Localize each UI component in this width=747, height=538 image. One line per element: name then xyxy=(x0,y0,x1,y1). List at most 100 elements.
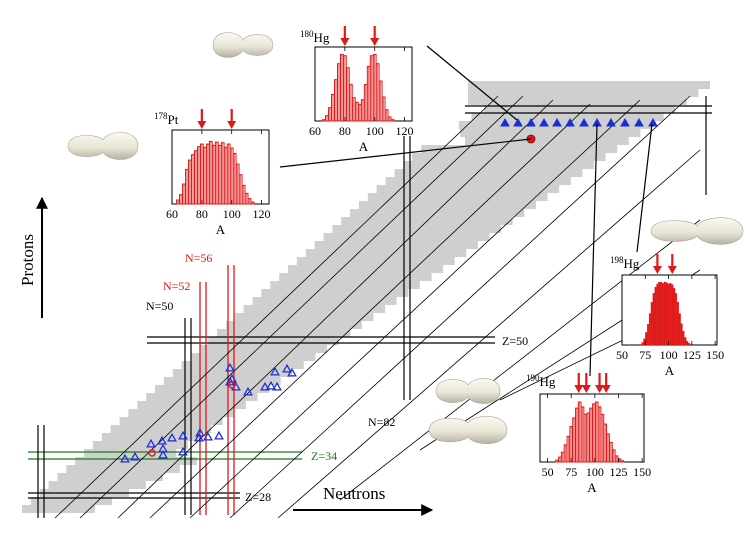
dumbbell-icon xyxy=(212,32,274,58)
hist-bar xyxy=(684,337,687,346)
band-row xyxy=(412,153,606,161)
peak-arrow-head xyxy=(370,38,380,46)
hist-bar xyxy=(661,283,664,346)
band-row xyxy=(421,145,618,153)
band-row xyxy=(128,409,235,417)
nucleus-triangle xyxy=(270,366,280,376)
band-row xyxy=(332,225,502,233)
elongated-dumbbell-icon xyxy=(67,132,139,160)
band-row xyxy=(270,281,420,289)
hist-bar xyxy=(680,323,683,346)
hist-bar xyxy=(665,282,668,346)
band-row xyxy=(460,129,641,137)
neutrons-label: Neutrons xyxy=(323,484,385,503)
hist-bar xyxy=(673,288,676,346)
band-row xyxy=(119,417,223,425)
band-row xyxy=(101,433,200,441)
isotope-label: 180Hg xyxy=(300,29,330,45)
band-row xyxy=(243,305,386,313)
nucleus-shape xyxy=(650,217,744,245)
hist-bar xyxy=(647,324,650,346)
n56-label: N=56 xyxy=(185,251,212,265)
hist-bar xyxy=(650,302,653,346)
nucleus-triangle xyxy=(158,443,168,453)
band-row xyxy=(252,297,397,305)
band-row xyxy=(468,89,699,97)
diagonal-line xyxy=(79,95,524,519)
band-row xyxy=(190,353,316,361)
red-open-marker-2 xyxy=(228,381,236,389)
nucleus-triangle xyxy=(266,380,276,390)
diagonal-line xyxy=(229,95,691,519)
hist-bar xyxy=(654,286,657,346)
hist-bar xyxy=(658,281,661,346)
tick-label: 100 xyxy=(223,207,241,221)
band-row xyxy=(367,193,548,201)
band-row xyxy=(385,177,571,185)
tick-label: 120 xyxy=(253,207,271,221)
hist-bar xyxy=(648,313,651,346)
nucleus-triangle xyxy=(513,117,523,127)
nucleus-triangle xyxy=(178,446,188,456)
nucleus-triangle xyxy=(167,432,177,442)
hist-bar xyxy=(669,283,672,346)
peak-arrow-head xyxy=(574,385,584,393)
tick-label: 75 xyxy=(639,348,651,362)
hist-bar xyxy=(682,330,685,346)
band-row xyxy=(288,265,444,273)
peak-arrow-head xyxy=(340,38,350,46)
hist-bar xyxy=(676,302,679,346)
isotope-label: 198Hg xyxy=(610,255,640,271)
peak-arrow-head xyxy=(652,266,662,274)
nucleus-triangle xyxy=(146,438,156,448)
nucleus-triangle xyxy=(157,435,167,445)
diagonal-line xyxy=(149,103,591,519)
band-row xyxy=(137,401,246,409)
protons-label: Protons xyxy=(18,234,37,286)
hist-bar xyxy=(663,281,666,346)
band-row xyxy=(226,321,362,329)
z34-label: Z=34 xyxy=(311,449,337,463)
diagonal-line xyxy=(117,99,554,519)
tick-label: 100 xyxy=(660,348,678,362)
nucleus-triangle xyxy=(500,117,510,127)
nucleus-triangle xyxy=(620,117,630,127)
band-row xyxy=(471,113,664,121)
nucleus-triangle xyxy=(130,451,140,461)
band-row xyxy=(66,465,180,473)
z28-label: Z=28 xyxy=(245,490,271,504)
nucleus-triangle xyxy=(120,453,130,463)
tick-label: 60 xyxy=(166,207,178,221)
shape-lower xyxy=(428,416,508,444)
tick-label: 80 xyxy=(339,124,351,138)
hist-bar xyxy=(667,283,670,346)
shape-upper xyxy=(435,378,501,404)
tick-label: 125 xyxy=(609,465,627,479)
peak-arrow-head xyxy=(667,266,677,274)
tick-label: 150 xyxy=(633,465,651,479)
band-row xyxy=(484,105,676,113)
nucleus-triangle xyxy=(225,362,235,372)
tick-label: 75 xyxy=(565,465,577,479)
nucleus-shape xyxy=(67,132,139,160)
hist-bar xyxy=(678,313,681,346)
band-row xyxy=(314,241,478,249)
band-row xyxy=(57,473,163,481)
nucleus-triangle xyxy=(539,117,549,127)
band-row xyxy=(146,393,258,401)
hist-bar xyxy=(639,344,642,346)
band-row xyxy=(350,209,525,217)
hist-bar xyxy=(652,293,655,346)
band-row xyxy=(305,249,467,257)
hist-bar xyxy=(656,283,659,346)
band-row xyxy=(48,481,146,489)
diagonal-line xyxy=(277,149,701,519)
diagonal-line xyxy=(54,95,499,519)
band-row xyxy=(110,425,212,433)
nucleus-triangle xyxy=(260,381,270,391)
n52-label: N=52 xyxy=(163,279,190,293)
